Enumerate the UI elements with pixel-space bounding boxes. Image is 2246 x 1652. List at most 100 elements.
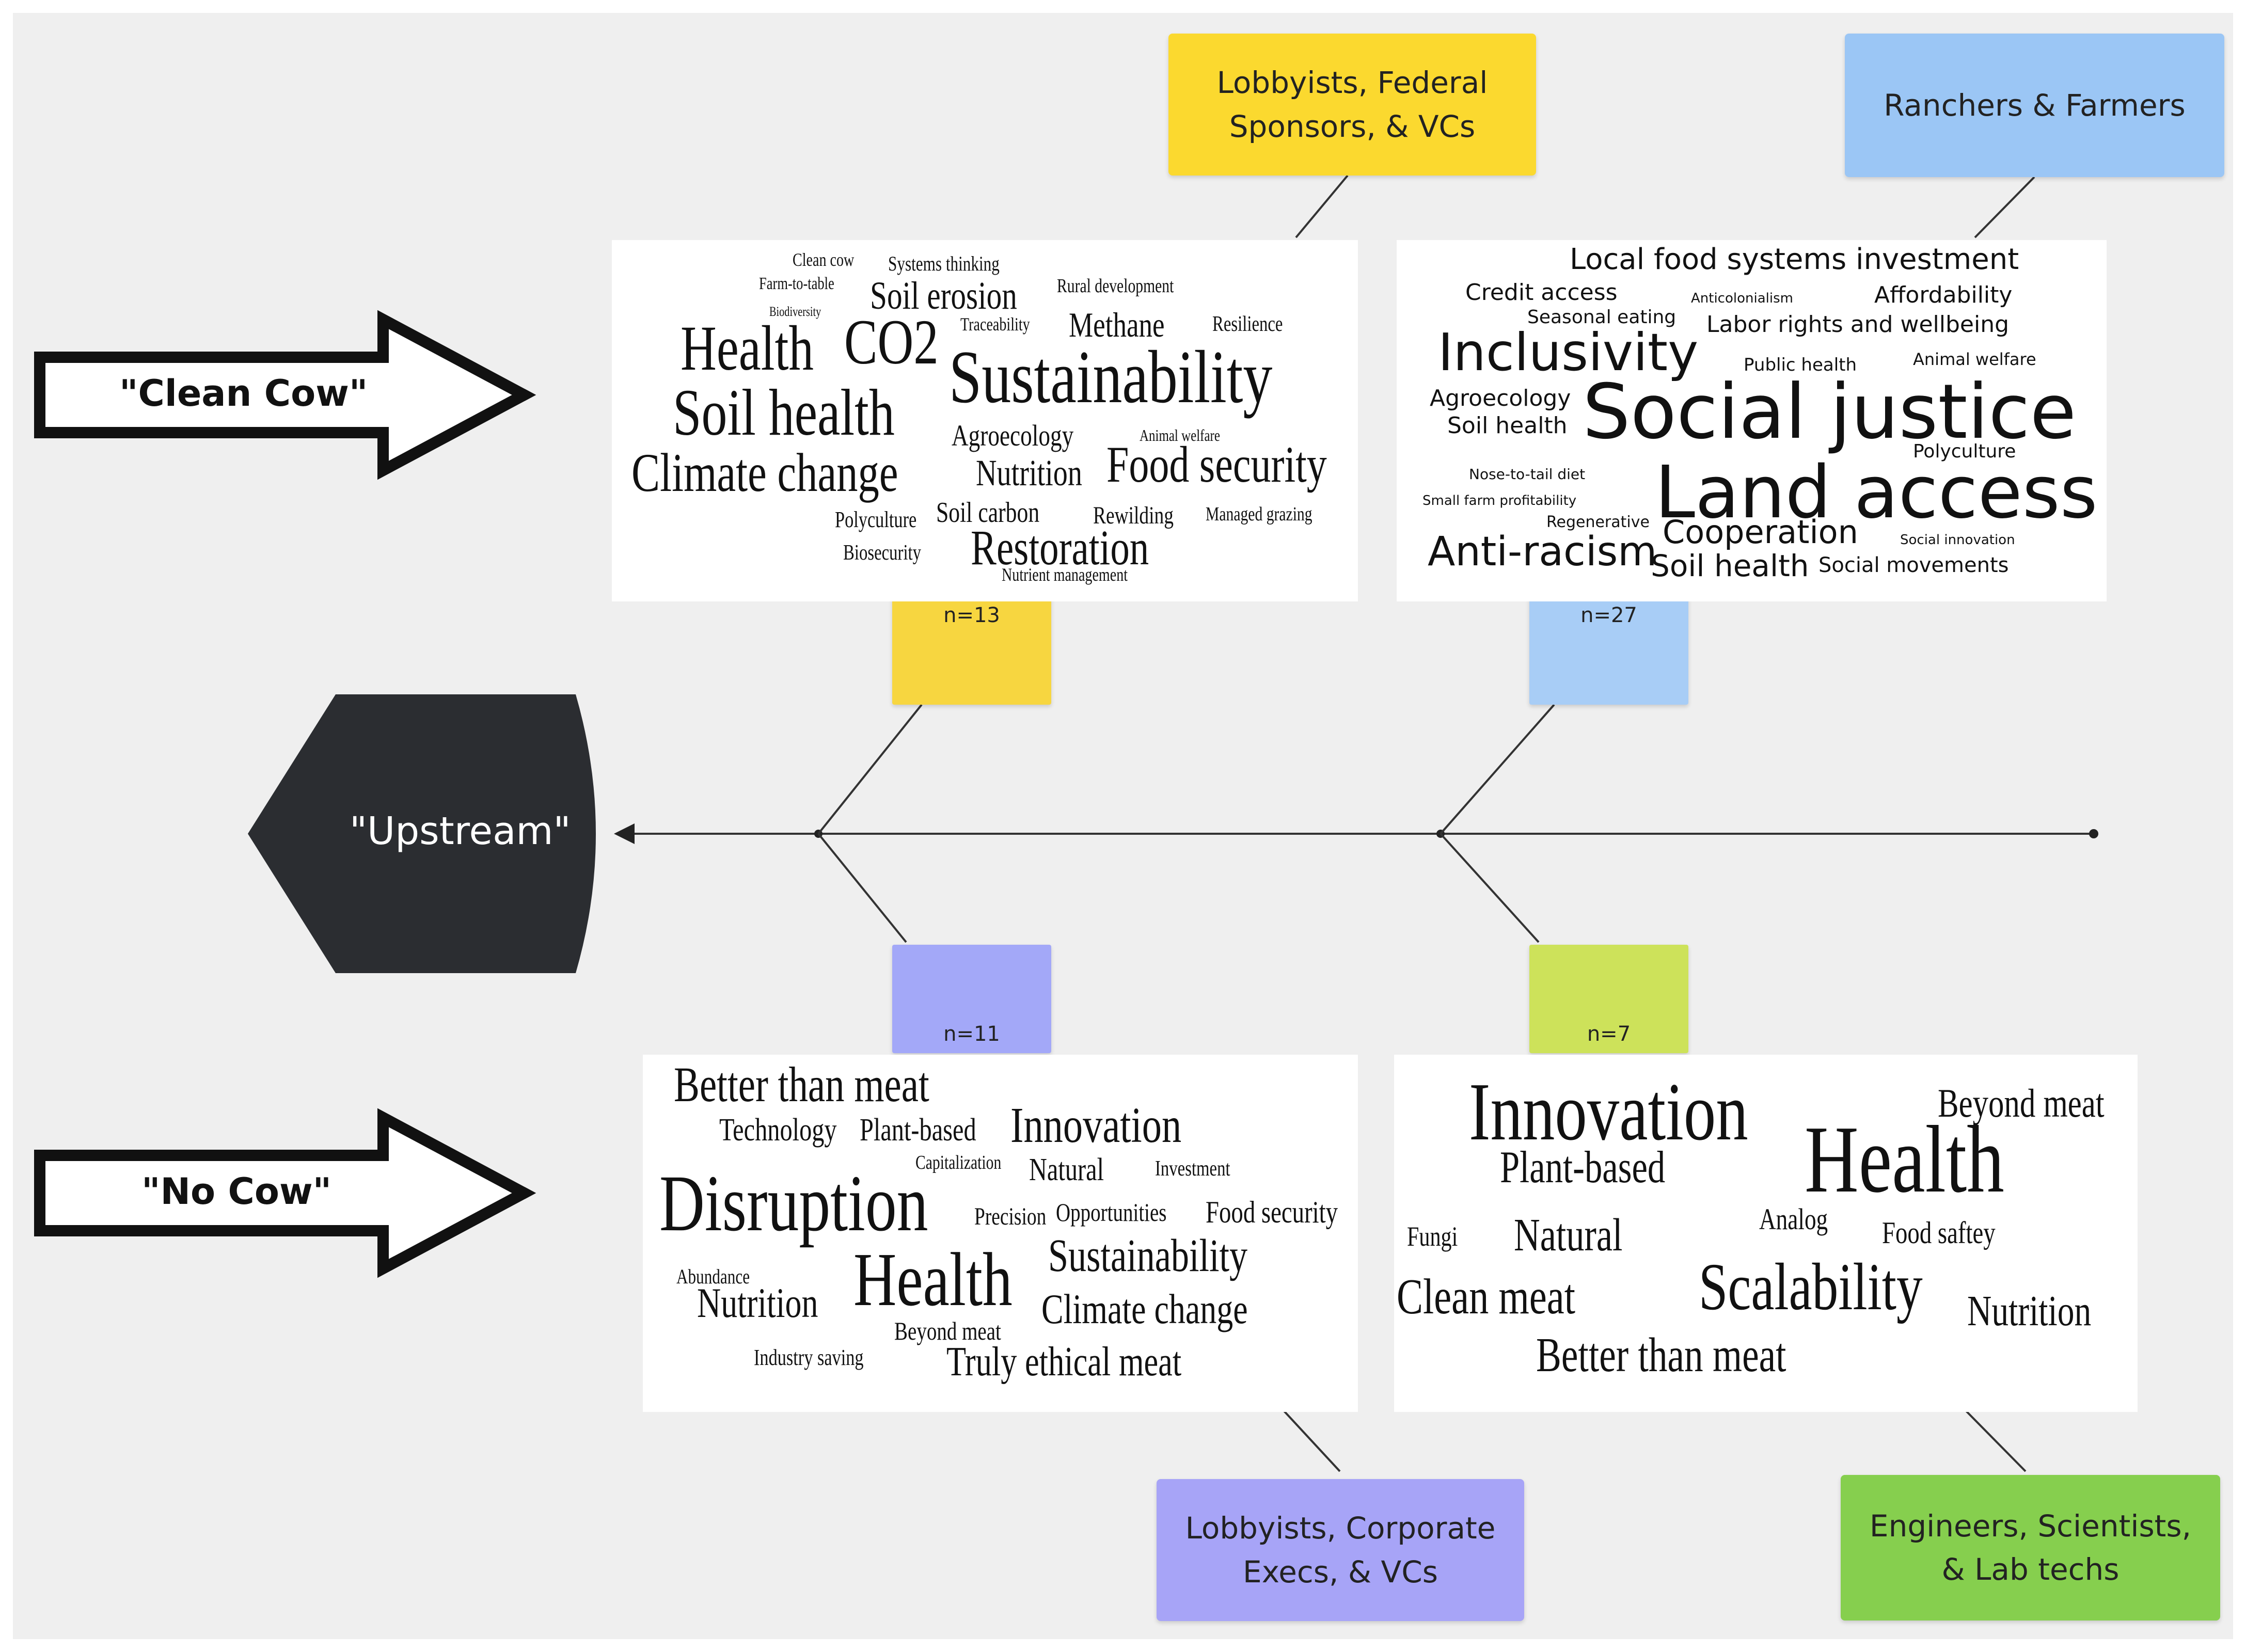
word: Biodiversity	[769, 304, 821, 319]
word: Systems thinking	[888, 252, 1000, 275]
word: Regenerative	[1546, 513, 1650, 531]
clean-cow-label: "Clean Cow"	[119, 372, 368, 415]
no-cow-arrow-shape	[34, 1108, 536, 1278]
word: Food saftey	[1882, 1216, 1996, 1250]
word: Methane	[1069, 305, 1165, 344]
word: Animal welfare	[1140, 426, 1220, 444]
word: Social movements	[1818, 553, 2009, 577]
word: Climate change	[1041, 1285, 1248, 1332]
word: Opportunities	[1056, 1198, 1167, 1227]
word: Food security	[1106, 436, 1327, 493]
connector-engineers	[1956, 1401, 2027, 1472]
word: Capitalization	[915, 1152, 1002, 1173]
word: Analog	[1759, 1202, 1828, 1236]
role-lobbyists-corporate[interactable]: Lobbyists, Corporate Execs, & VCs	[1157, 1479, 1524, 1621]
word: Traceability	[960, 314, 1030, 335]
word: Credit access	[1465, 279, 1618, 306]
word: Clean meat	[1397, 1269, 1575, 1325]
word: Beyond meat	[894, 1316, 1001, 1345]
count-no-cow-engineers[interactable]: n=7	[1529, 945, 1688, 1053]
word: Innovation	[1469, 1066, 1748, 1157]
word: Fungi	[1407, 1221, 1458, 1252]
word: Nutrition	[1967, 1287, 2092, 1335]
word: Health	[1805, 1106, 2004, 1213]
word: Truly ethical meat	[946, 1339, 1182, 1385]
word: Resilience	[1212, 312, 1283, 336]
word-cloud-clean-cow-lobby: Clean cow Systems thinking Farm-to-table…	[612, 240, 1358, 601]
word: Plant-based	[1500, 1142, 1666, 1193]
fishbone-lines	[34, 174, 2098, 1472]
word: CO2	[844, 307, 939, 377]
word: Rural development	[1057, 275, 1174, 297]
word: Nutrient management	[1002, 564, 1128, 585]
count-clean-cow-ranchers[interactable]: n=27	[1529, 596, 1688, 705]
count-no-cow-lobby[interactable]: n=11	[892, 945, 1051, 1053]
count-clean-cow-lobby[interactable]: n=13	[892, 596, 1051, 705]
word: Abundance	[676, 1265, 750, 1288]
connector-lobbyists-federal	[1295, 174, 1349, 239]
word: Better than meat	[1536, 1328, 1786, 1382]
rib-no-cow-lobby	[817, 833, 907, 943]
word: Better than meat	[674, 1057, 929, 1112]
word: Biosecurity	[843, 541, 922, 565]
clean-cow-arrow-shape	[34, 310, 536, 480]
connector-ranchers	[1974, 176, 2035, 239]
rib-clean-cow-lobby	[817, 704, 923, 835]
word: Food security	[1206, 1195, 1338, 1229]
rib-no-cow-engineers	[1440, 833, 1540, 943]
diagram-canvas: "Clean Cow" "No Cow" "Upstream" Lobbyist…	[13, 13, 2233, 1639]
word: Social justice	[1583, 368, 2077, 456]
word: Sustainability	[1048, 1230, 1248, 1281]
word: Anticolonialism	[1691, 291, 1793, 306]
role-ranchers[interactable]: Ranchers & Farmers	[1845, 34, 2224, 177]
word: Managed grazing	[1206, 503, 1312, 525]
word: Rewilding	[1093, 502, 1174, 529]
word: Health	[681, 313, 814, 384]
word: Small farm profitability	[1422, 493, 1577, 509]
word: Nutrition	[976, 452, 1082, 494]
word: Natural	[1514, 1210, 1623, 1261]
word: Affordability	[1874, 282, 2013, 308]
upstream-shape	[248, 694, 596, 973]
word: Farm-to-table	[759, 274, 834, 293]
word: Cooperation	[1663, 513, 1858, 551]
spine-end-dot	[2089, 829, 2098, 838]
word: Disruption	[659, 1158, 928, 1248]
word: Natural	[1029, 1152, 1104, 1187]
word-cloud-no-cow-engineers: Innovation Beyond meat Health Plant-base…	[1394, 1055, 2138, 1412]
word: Investment	[1155, 1157, 1230, 1181]
word: Social innovation	[1900, 532, 2015, 548]
role-lobbyists-federal[interactable]: Lobbyists, Federal Sponsors, & VCs	[1168, 34, 1536, 176]
word: Health	[853, 1237, 1013, 1322]
word: Local food systems investment	[1570, 243, 2019, 276]
word: Restoration	[971, 520, 1149, 575]
word: Scalability	[1699, 1250, 1923, 1324]
word: Sustainability	[949, 335, 1273, 419]
word: Public health	[1744, 355, 1857, 375]
word: Agroecology	[952, 419, 1074, 452]
word: Polyculture	[1913, 441, 2016, 462]
connector-lobbyists-corporate	[1274, 1401, 1341, 1472]
word: Polyculture	[835, 507, 917, 532]
word: Soil health	[1651, 548, 1809, 583]
word: Soil health	[1447, 412, 1568, 439]
word: Labor rights and wellbeing	[1706, 311, 2010, 338]
word-cloud-no-cow-lobby: Better than meat Technology Plant-based …	[643, 1055, 1358, 1412]
role-engineers[interactable]: Engineers, Scientists, & Lab techs	[1841, 1475, 2220, 1621]
word: Soil health	[673, 376, 895, 449]
upstream-label: "Upstream"	[350, 809, 571, 853]
word: Plant-based	[860, 1113, 976, 1148]
word: Beyond meat	[1938, 1081, 2105, 1125]
word: Nutrition	[697, 1279, 818, 1326]
word: Nose-to-tail diet	[1469, 466, 1586, 483]
word: Innovation	[1010, 1098, 1182, 1153]
no-cow-label: "No Cow"	[141, 1170, 332, 1213]
word: Agroecology	[1430, 385, 1571, 411]
word: Inclusivity	[1438, 322, 1699, 383]
word: Seasonal eating	[1527, 307, 1676, 328]
word: Soil erosion	[870, 274, 1017, 317]
word: Soil carbon	[936, 497, 1040, 529]
word: Clean cow	[793, 249, 855, 270]
word: Anti-racism	[1428, 529, 1657, 575]
word: Industry saving	[754, 1345, 864, 1370]
